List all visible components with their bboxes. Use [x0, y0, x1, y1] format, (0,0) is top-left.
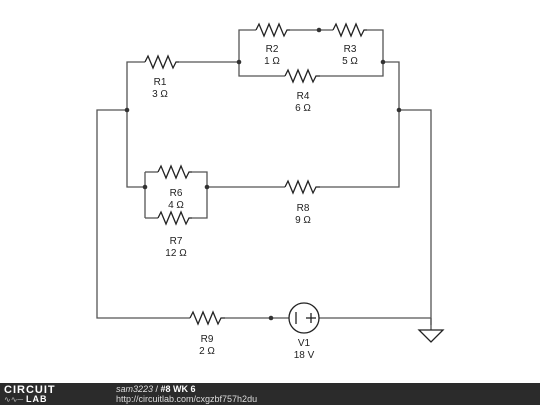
resistor-r1[interactable]: [144, 54, 179, 70]
circuitlab-logo[interactable]: CIRCUIT ∿∿─ LAB: [4, 384, 94, 404]
r2-name: R2: [266, 44, 279, 55]
r7-name: R7: [170, 236, 183, 247]
r2-value: 1 Ω: [264, 56, 280, 67]
meta-separator: /: [153, 384, 161, 394]
circuit-title[interactable]: #8 WK 6: [160, 384, 196, 394]
resistor-logo-icon: ∿∿─: [4, 395, 24, 404]
wires: [96, 29, 432, 325]
logo-top-text: CIRCUIT: [4, 384, 56, 396]
v1-value: 18 V: [294, 350, 315, 361]
r8-name: R8: [297, 203, 310, 214]
circuit-meta: sam3223 / #8 WK 6: [116, 384, 196, 394]
circuit-url[interactable]: http://circuitlab.com/cxgzbf757h2du: [116, 394, 258, 404]
logo-bottom-text: LAB: [26, 394, 48, 404]
resistor-r8[interactable]: [284, 179, 320, 195]
voltage-source-v1[interactable]: [288, 302, 320, 334]
r7-value: 12 Ω: [165, 248, 187, 259]
resistor-r7[interactable]: [157, 210, 192, 226]
circuit-schematic: R1 3 Ω R2 1 Ω R3 5 Ω R4 6 Ω R6 4 Ω R7 12…: [96, 22, 445, 361]
resistor-r6[interactable]: [157, 164, 192, 180]
author-username[interactable]: sam3223: [116, 384, 154, 394]
resistor-r3[interactable]: [332, 22, 367, 38]
r1-value: 3 Ω: [152, 89, 168, 100]
r9-value: 2 Ω: [199, 346, 215, 357]
resistor-r2[interactable]: [255, 22, 290, 38]
footer-bar: CIRCUIT ∿∿─ LAB sam3223 / #8 WK 6 http:/…: [0, 383, 540, 405]
r3-name: R3: [344, 44, 357, 55]
r9-name: R9: [201, 334, 214, 345]
r1-name: R1: [154, 77, 167, 88]
resistor-r9[interactable]: [189, 310, 225, 326]
v1-name: V1: [298, 338, 311, 349]
r3-value: 5 Ω: [342, 56, 358, 67]
r6-name: R6: [170, 188, 183, 199]
r8-value: 9 Ω: [295, 215, 311, 226]
r4-name: R4: [297, 91, 310, 102]
junction-nodes: [124, 27, 402, 321]
r4-value: 6 Ω: [295, 103, 311, 114]
resistor-r4[interactable]: [284, 68, 320, 84]
r6-value: 4 Ω: [168, 200, 184, 211]
ground-icon: [417, 318, 445, 343]
